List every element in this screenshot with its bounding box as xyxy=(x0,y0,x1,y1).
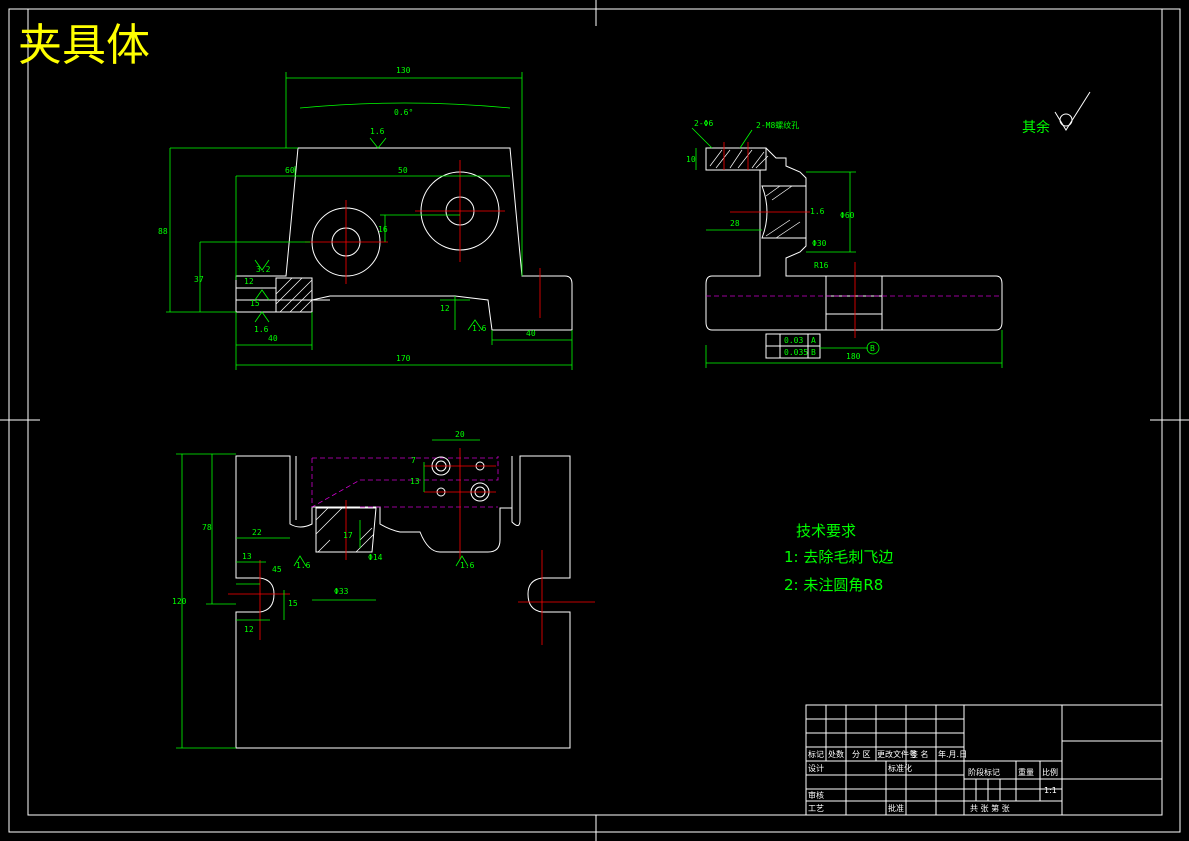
dim-40-right: 40 xyxy=(526,329,536,338)
side-180: 180 xyxy=(846,352,861,361)
dim-16: 16 xyxy=(378,225,388,234)
outer-border xyxy=(8,8,1181,833)
top-dim-13-hole: 13 xyxy=(410,477,420,486)
tol-2-ref: B xyxy=(811,348,816,357)
tol-1-value: 0.03 xyxy=(784,336,803,345)
tech-req-item-1: 1: 去除毛刺飞边 xyxy=(784,548,893,566)
roughness-symbol-icon xyxy=(1054,91,1091,131)
tb-sheets: 共 张 第 张 xyxy=(970,803,1010,813)
top-dim-ra: 1.6 xyxy=(296,561,311,570)
top-dim-22: 22 xyxy=(252,528,262,537)
dim-50: 50 xyxy=(398,166,408,175)
tb-scale-label: 比例 xyxy=(1042,767,1058,777)
dim-130: 130 xyxy=(396,66,411,75)
tb-approve: 批准 xyxy=(888,803,904,813)
top-view: 20 7 13 22 13 17 Φ14 1.6 1.6 45 15 12 Φ3… xyxy=(172,430,595,749)
tb-header-zone: 分 区 xyxy=(852,750,871,759)
top-dim-45: 45 xyxy=(272,565,282,574)
tb-header-count: 处数 xyxy=(828,749,844,759)
dim-ra-left: 3.2 xyxy=(256,265,271,274)
dim-ra-top: 1.6 xyxy=(370,127,385,136)
tb-process: 工艺 xyxy=(808,804,824,813)
drawing-title: 夹具体 xyxy=(18,20,150,71)
title-block: 标记 处数 分 区 更改文件号 签 名 年.月.日 设计 标准化 审核 工艺 批… xyxy=(805,704,1163,816)
dim-60: 60 xyxy=(285,166,295,175)
side-phi30: Φ30 xyxy=(812,239,827,248)
side-2-phi6: 2-Φ6 xyxy=(694,119,713,128)
top-dim-20: 20 xyxy=(455,430,465,439)
side-2-m8: 2-M8螺纹孔 xyxy=(756,120,799,130)
dim-170: 170 xyxy=(396,354,411,363)
top-dim-120: 120 xyxy=(172,597,187,606)
tb-design: 设计 xyxy=(808,763,824,773)
side-10: 10 xyxy=(686,155,696,164)
tech-req-item-2: 2: 未注圆角R8 xyxy=(784,576,883,594)
top-dim-7: 7 xyxy=(411,456,416,465)
dim-ra-slot: 1.6 xyxy=(472,324,487,333)
tb-header-mark: 标记 xyxy=(808,749,824,759)
tb-stage-mark: 阶段标记 xyxy=(968,767,1000,777)
dim-15: 15 xyxy=(250,299,260,308)
tb-standardize: 标准化 xyxy=(888,763,912,773)
top-dim-17: 17 xyxy=(343,531,353,540)
inner-border xyxy=(27,8,1163,816)
tech-req-heading: 技术要求 xyxy=(796,522,856,540)
top-dim-15: 15 xyxy=(288,599,298,608)
side-ra: 1.6 xyxy=(810,207,825,216)
top-dim-12: 12 xyxy=(244,625,254,634)
side-28: 28 xyxy=(730,219,740,228)
front-view: 130 0.6° 1.6 50 60 16 88 37 12 3.2 1.6 1… xyxy=(158,66,573,370)
dim-40-left: 40 xyxy=(268,334,278,343)
tol-2-value: 0.035 xyxy=(784,348,808,357)
tb-scale-value: 1:1 xyxy=(1044,786,1057,795)
top-dim-ra-b: 1.6 xyxy=(460,561,475,570)
datum-balloon: B xyxy=(870,344,875,353)
top-dim-phi14: Φ14 xyxy=(368,553,383,562)
side-phi60: Φ60 xyxy=(840,211,855,220)
top-dim-13: 13 xyxy=(242,552,252,561)
tb-header-sign: 签 名 xyxy=(910,749,929,759)
tb-header-change: 更改文件号 xyxy=(877,749,917,759)
dim-ra-bottom: 1.6 xyxy=(254,325,269,334)
surface-finish-label: 其余 xyxy=(1022,119,1050,136)
tb-weight: 重量 xyxy=(1018,767,1034,777)
top-dim-phi33: Φ33 xyxy=(334,587,349,596)
dim-88: 88 xyxy=(158,227,168,236)
dim-12-left: 12 xyxy=(244,277,254,286)
side-view: 2-Φ6 2-M8螺纹孔 10 28 1.6 Φ60 R16 Φ30 180 0… xyxy=(686,119,1003,368)
side-r16: R16 xyxy=(814,261,829,270)
top-dim-78: 78 xyxy=(202,523,212,532)
dim-37: 37 xyxy=(194,275,204,284)
tb-header-date: 年.月.日 xyxy=(938,749,967,759)
dim-draft: 0.6° xyxy=(394,108,413,117)
dim-12-slot: 12 xyxy=(440,304,450,313)
tb-review: 审核 xyxy=(808,790,824,800)
tol-1-ref: A xyxy=(811,336,816,345)
